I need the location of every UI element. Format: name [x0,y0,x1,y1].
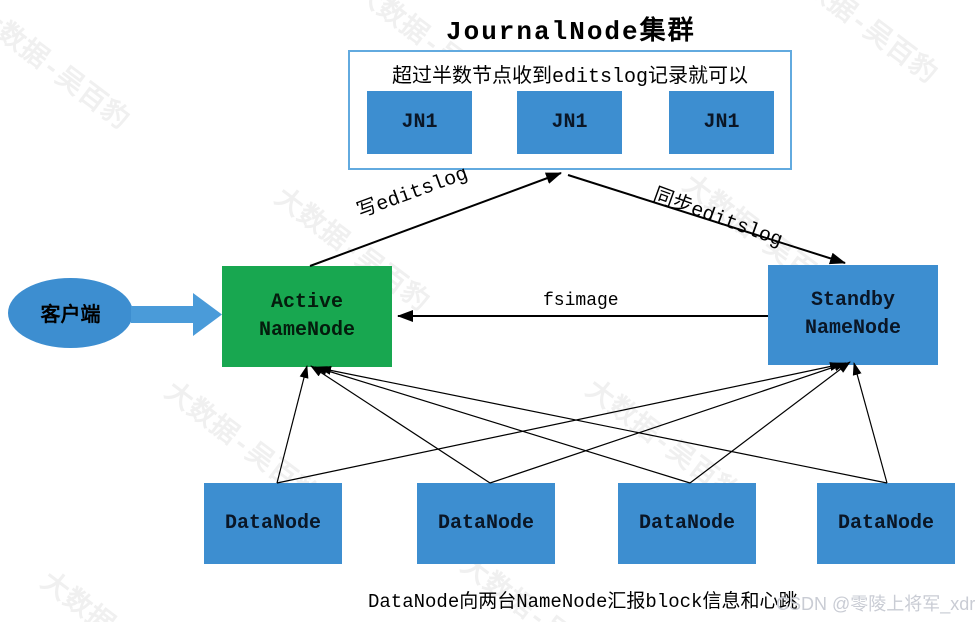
watermark-text: 大数据-吴百豹 [0,1,134,138]
journalnode-jn3: JN1 [669,91,774,154]
journalnode-cluster-note: 超过半数节点收到editslog记录就可以 [391,66,748,89]
standby-namenode-label-line1: Standby [810,289,895,312]
journalnode-label: JN1 [703,111,740,134]
journalnode-cluster-box: 超过半数节点收到editslog记录就可以 JN1 JN1 JN1 [348,50,792,170]
datanode-label: DataNode [837,512,934,535]
active-namenode-label-line2: NameNode [258,318,355,342]
standby-namenode-label-line2: NameNode [804,317,901,340]
datanode-4: DataNode [817,483,955,564]
edge-dn2-active [310,365,491,484]
datanode-1: DataNode [204,483,342,564]
datanode-label: DataNode [437,512,534,535]
active-namenode: Active NameNode [222,266,392,367]
journalnode-jn1: JN1 [367,91,472,154]
client-to-active-arrow [131,293,222,336]
datanode-label: DataNode [224,512,321,535]
client-label: 客户端 [40,305,101,328]
edge-dn1-standby [276,362,843,484]
edge-label-fsimage: fsimage [543,291,619,311]
bottom-caption: DataNode向两台NameNode汇报block信息和心跳 [368,591,798,613]
datanode-3: DataNode [618,483,756,564]
standby-namenode: Standby NameNode [768,265,938,365]
watermark-text: 大数据-吴百豹 [34,560,206,622]
datanode-2: DataNode [417,483,555,564]
active-namenode-label-line1: Active [270,290,343,314]
csdn-watermark: CSDN @零陵上将军_xdr [776,594,976,614]
client-node: 客户端 [8,278,133,348]
edge-dn4-standby [852,362,888,484]
journalnode-label: JN1 [401,111,438,134]
diagram-title: JournalNode集群 [446,17,696,47]
datanode-label: DataNode [638,512,735,535]
journalnode-label: JN1 [551,111,588,134]
journalnode-jn2: JN1 [517,91,622,154]
watermark-text: 大数据-吴百豹 [775,0,942,92]
